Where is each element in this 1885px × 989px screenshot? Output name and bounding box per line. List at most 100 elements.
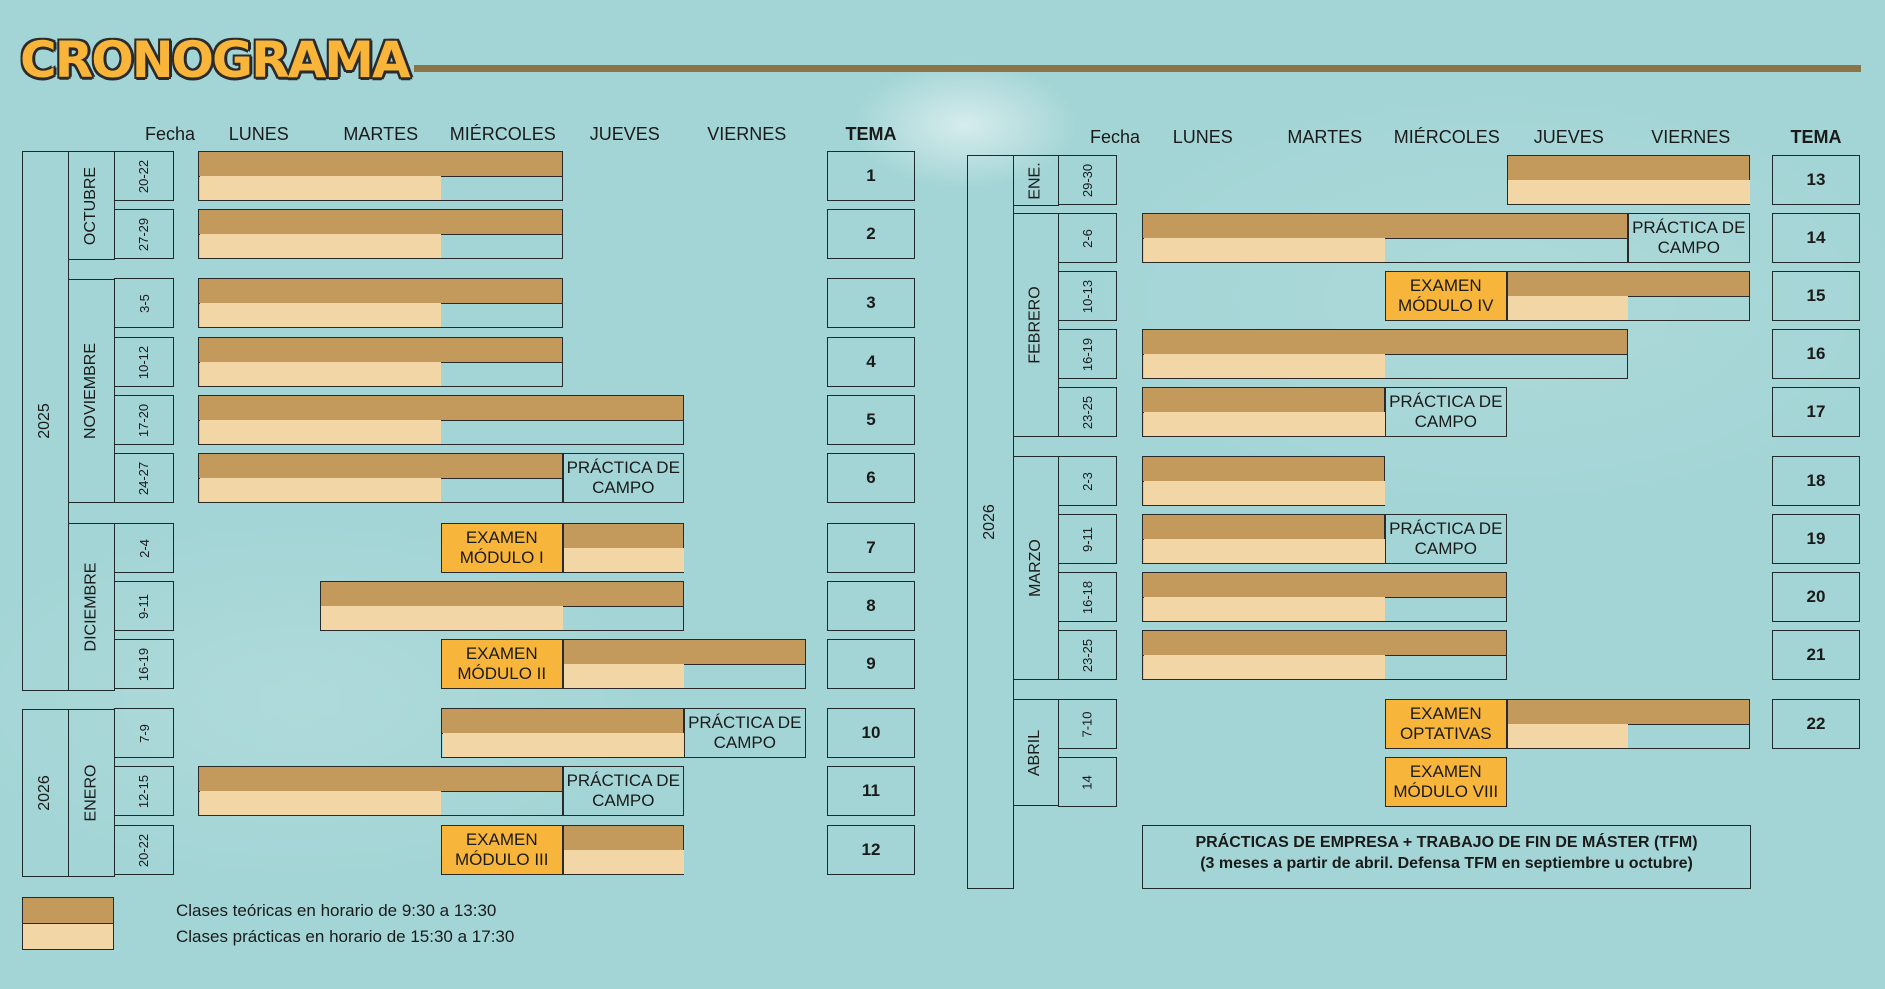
right-date-box: [1058, 630, 1117, 680]
right-practice-row: [1142, 354, 1628, 379]
left-tema-box: 10: [827, 708, 915, 758]
left-date-label: 7-9: [114, 708, 174, 758]
right-date-label-text: 9-11: [1080, 526, 1095, 552]
right-tema-header: TEMA: [1790, 127, 1842, 147]
right-date-label: 2-3: [1058, 456, 1117, 506]
left-tema-box: 11: [827, 766, 915, 816]
right-month-box: [1013, 699, 1059, 806]
left-month-label-text: NOVIEMBRE: [82, 342, 100, 440]
left-date-box: [114, 151, 174, 201]
left-practice-row: [198, 478, 563, 503]
right-day-header-0: LUNES: [1172, 127, 1233, 147]
left-date-label-text: 20-22: [136, 833, 152, 867]
right-date-label: 16-19: [1058, 329, 1117, 379]
left-exam-box: EXAMEN MÓDULO II: [441, 639, 563, 689]
right-date-box: [1058, 456, 1117, 506]
right-date-box: [1058, 271, 1117, 321]
left-theory-bar: [198, 395, 684, 421]
right-date-label: 2-6: [1058, 213, 1117, 263]
left-date-label: 20-22: [114, 825, 174, 875]
left-tema-box: 2: [827, 209, 915, 259]
right-exam-box: EXAMEN MÓDULO VIII: [1385, 757, 1507, 807]
left-practice-row: [198, 362, 563, 387]
right-practica-box: PRÁCTICA DE CAMPO: [1628, 213, 1750, 263]
left-practice-row: [198, 791, 563, 816]
left-practice-row: [319, 606, 684, 631]
left-practice-row: [198, 234, 563, 259]
right-date-label-text: 29-30: [1080, 163, 1095, 197]
left-month-label: NOVIEMBRE: [68, 279, 114, 503]
right-theory-bar: [1142, 572, 1507, 598]
left-practice-fill: [199, 478, 441, 502]
left-date-label: 2-4: [114, 523, 174, 573]
left-tema-box: 3: [827, 278, 915, 328]
right-month-label: FEBRERO: [1013, 213, 1058, 437]
right-practice-fill: [1508, 180, 1750, 204]
left-date-label: 24-27: [114, 453, 174, 503]
right-practice-fill: [1143, 655, 1385, 679]
left-date-label: 17-20: [114, 395, 174, 445]
right-tema-box: 15: [1772, 271, 1860, 321]
left-year-label: 2026: [22, 709, 68, 877]
right-practice-fill: [1143, 597, 1385, 621]
tfm-line-2: (3 meses a partir de abril. Defensa TFM …: [1200, 855, 1693, 872]
left-practice-row: [198, 303, 563, 328]
right-day-header-1: MARTES: [1287, 127, 1363, 147]
right-practica-box: PRÁCTICA DE CAMPO: [1385, 387, 1507, 437]
tfm-line-1: PRÁCTICAS DE EMPRESA + TRABAJO DE FIN DE…: [1195, 834, 1698, 851]
right-theory-bar: [1142, 329, 1628, 355]
right-date-label: 23-25: [1058, 630, 1117, 680]
legend-practice-swatch: [22, 923, 114, 950]
right-date-box: [1058, 387, 1117, 437]
left-tema-box: 8: [827, 581, 915, 631]
right-practice-fill: [1508, 296, 1628, 320]
right-date-label-text: 10-13: [1080, 279, 1095, 313]
left-date-label-text: 17-20: [136, 403, 152, 437]
right-month-label-text: MARZO: [1026, 539, 1044, 597]
right-practice-row: [1142, 597, 1507, 622]
left-date-box: [114, 523, 174, 573]
left-practice-fill: [564, 664, 684, 688]
right-date-label: 9-11: [1058, 514, 1117, 564]
left-date-label: 9-11: [114, 581, 174, 631]
left-date-box: [114, 825, 174, 875]
right-theory-bar: [1506, 271, 1750, 297]
right-practice-row: [1142, 238, 1628, 263]
right-date-box: [1058, 514, 1117, 564]
left-theory-bar: [198, 151, 563, 177]
left-day-header-2: MIÉRCOLES: [449, 124, 556, 144]
left-date-label-text: 7-9: [136, 723, 152, 743]
right-theory-bar: [1506, 155, 1750, 181]
left-day-header-3: JUEVES: [589, 124, 660, 144]
right-tema-box: 13: [1772, 155, 1860, 205]
left-date-box: [114, 581, 174, 631]
right-date-label-text: 23-25: [1080, 395, 1095, 429]
right-date-label-text: 2-3: [1079, 471, 1095, 491]
left-month-label-text: DICIEMBRE: [82, 562, 99, 652]
right-practice-fill: [1143, 238, 1385, 262]
left-date-box: [114, 209, 174, 259]
right-practice-fill: [1143, 412, 1385, 436]
right-month-label: MARZO: [1013, 456, 1058, 680]
right-date-box: [1058, 699, 1117, 749]
left-date-label-text: 2-4: [136, 538, 152, 558]
right-theory-bar: [1142, 514, 1385, 540]
right-practice-fill: [1143, 481, 1385, 505]
right-fecha-header: Fecha: [1089, 127, 1141, 147]
page-title: CRONOGRAMA: [20, 31, 411, 89]
right-date-box: [1058, 329, 1117, 379]
legend-practice-text: Clases prácticas en horario de 15:30 a 1…: [176, 927, 515, 946]
right-exam-box: EXAMEN MÓDULO IV: [1385, 271, 1507, 321]
left-month-box: [68, 151, 115, 260]
left-practice-row: [198, 420, 684, 445]
right-tema-box: 21: [1772, 630, 1860, 680]
left-date-label-text: 27-29: [136, 217, 152, 251]
left-date-label-text: 20-22: [136, 159, 152, 193]
left-date-label: 10-12: [114, 337, 174, 387]
legend-theory-text: Clases teóricas en horario de 9:30 a 13:…: [176, 901, 497, 920]
right-theory-bar: [1506, 699, 1750, 725]
left-date-label: 27-29: [114, 209, 174, 259]
left-practice-fill: [199, 176, 441, 200]
left-exam-box: EXAMEN MÓDULO I: [441, 523, 563, 573]
left-practice-row: [198, 176, 563, 201]
